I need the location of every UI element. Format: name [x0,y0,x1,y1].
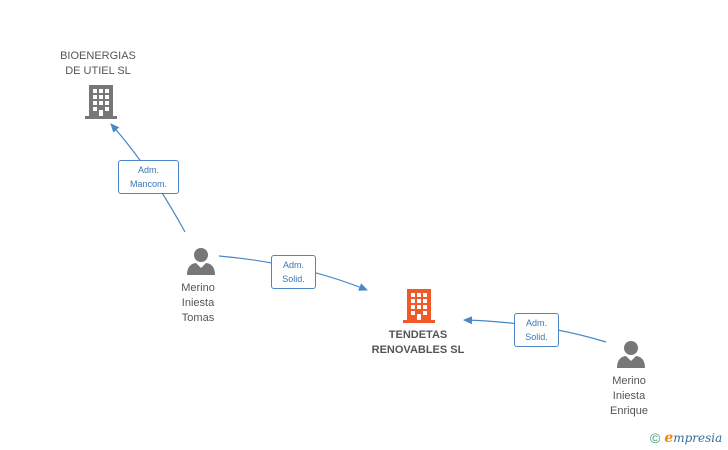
company-label-tendetas[interactable]: TENDETAS RENOVABLES SL [358,328,478,358]
person-icon[interactable] [186,246,216,276]
building-icon[interactable] [402,288,436,324]
empresia-watermark: © empresia [650,428,722,448]
person-label-merino-tomas[interactable]: Merino Iniesta Tomas [158,281,238,326]
edge-label-adm-mancom[interactable]: Adm. Mancom. [118,160,179,194]
edge-label-line1: Adm. [282,260,304,270]
edge-label-line1: Adm. [137,165,159,175]
person-name-line2: Iniesta [181,297,215,309]
person-name-line3: Enrique [610,405,648,417]
brand-rest: mpresia [673,431,723,445]
company-name-line1: TENDETAS [388,329,448,341]
edge-label-line2: Solid. [525,332,548,342]
company-name-line2: DE UTIEL SL [65,65,131,77]
person-label-merino-enrique[interactable]: Merino Iniesta Enrique [589,374,669,419]
person-name-line1: Merino [612,375,646,387]
person-icon[interactable] [616,339,646,369]
company-label-bioenergias[interactable]: BIOENERGIAS DE UTIEL SL [48,49,148,79]
person-name-line3: Tomas [181,312,215,324]
edge-label-adm-solid-enrique[interactable]: Adm. Solid. [514,313,559,347]
building-icon[interactable] [84,84,118,120]
company-name-line2: RENOVABLES SL [371,344,465,356]
person-name-line2: Iniesta [612,390,646,402]
edge-label-line2: Solid. [282,274,305,284]
person-name-line1: Merino [181,282,215,294]
brand-logo: empresia [664,430,722,446]
edge-label-line1: Adm. [525,318,547,328]
brand-initial: e [664,430,674,446]
company-name-line1: BIOENERGIAS [60,50,136,62]
copyright-symbol: © [650,430,661,446]
edge-label-adm-solid-tomas[interactable]: Adm. Solid. [271,255,316,289]
edge-label-line2: Mancom. [129,179,167,189]
